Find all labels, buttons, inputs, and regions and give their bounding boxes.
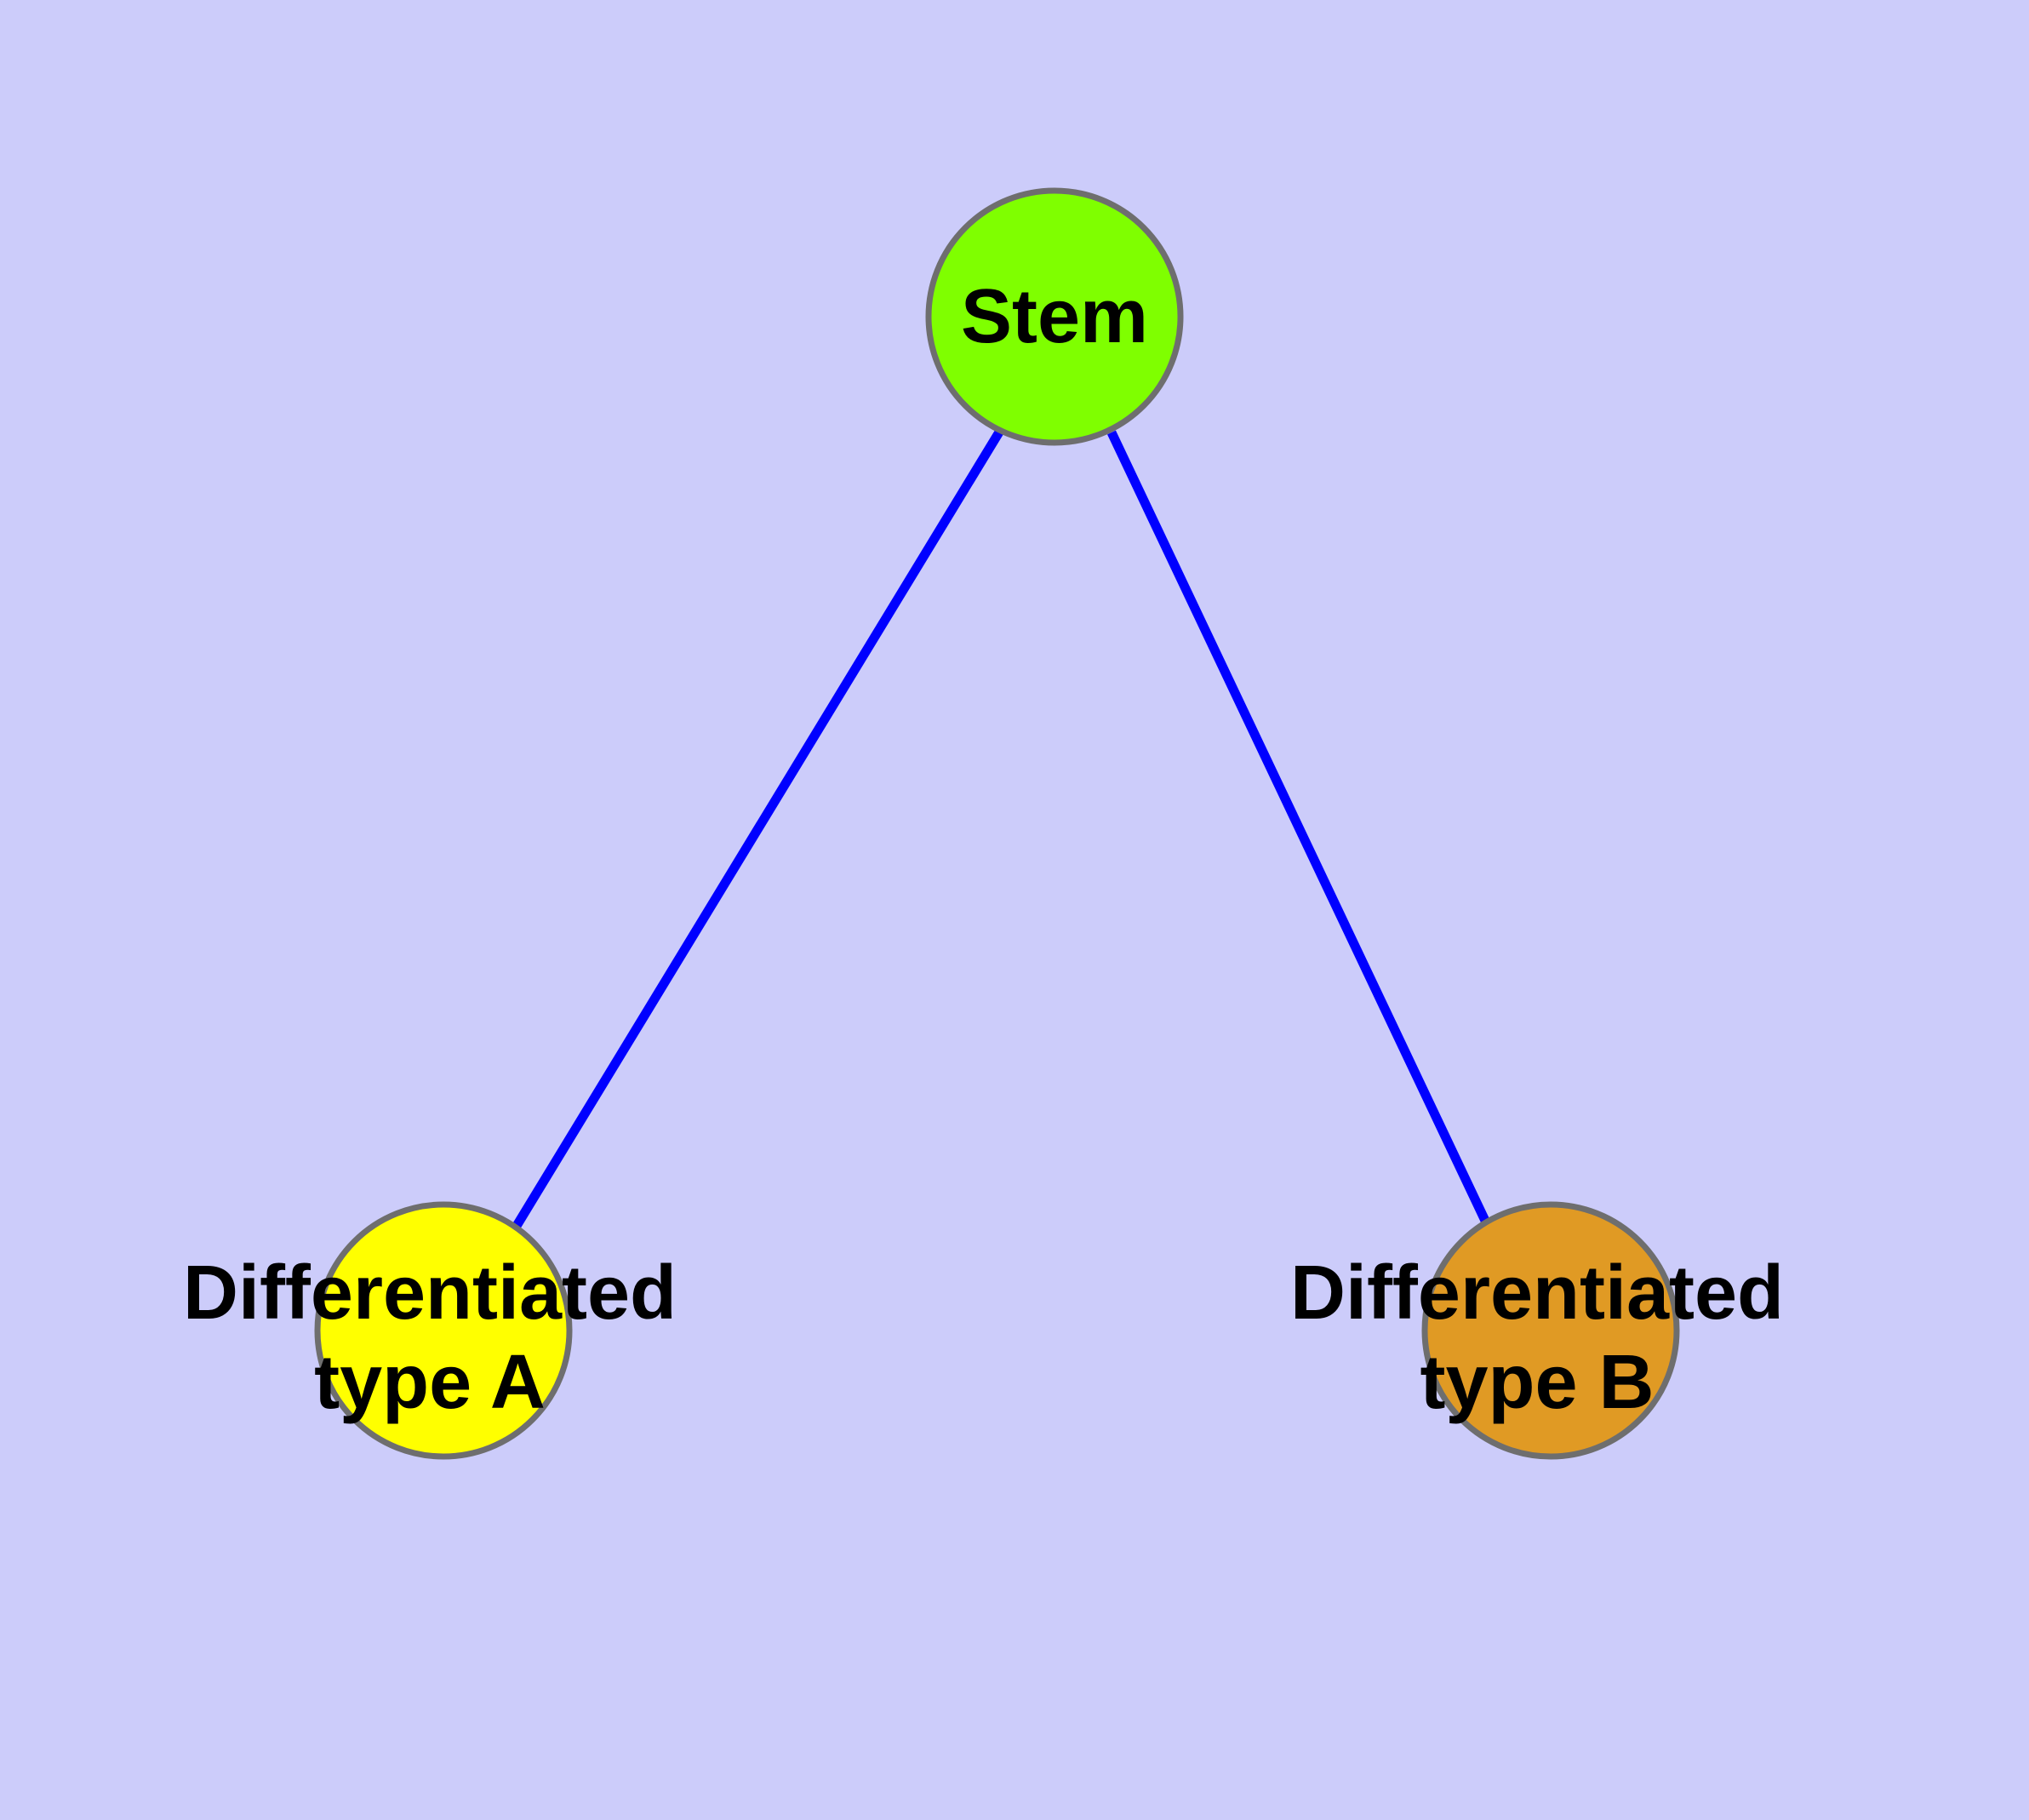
node-stem-circle[interactable] [925, 187, 1184, 446]
edge-stem-to-type-b[interactable] [1107, 430, 1490, 1225]
node-type-b-label-line2: type B [1420, 1340, 1654, 1425]
node-type-b-label-line1: Differentiated [1290, 1251, 1784, 1336]
node-differentiated-type-a[interactable] [314, 1201, 573, 1460]
node-layer [314, 187, 1680, 1460]
node-type-a-label: Differentiated type A [183, 1251, 677, 1425]
edge-stem-to-type-a[interactable] [512, 428, 1004, 1228]
node-differentiated-type-b[interactable] [1421, 1201, 1680, 1460]
node-type-a-circle[interactable] [314, 1201, 573, 1460]
node-stem[interactable] [925, 187, 1184, 446]
node-type-b-label: Differentiated type B [1290, 1251, 1784, 1425]
edge-layer [512, 428, 1490, 1228]
label-layer: Stem Differentiated type A Differentiate… [183, 274, 1784, 1425]
node-type-b-circle[interactable] [1421, 1201, 1680, 1460]
node-type-a-label-line1: Differentiated [183, 1251, 677, 1336]
node-stem-label: Stem [961, 274, 1148, 359]
node-type-a-label-line2: type A [314, 1340, 546, 1425]
